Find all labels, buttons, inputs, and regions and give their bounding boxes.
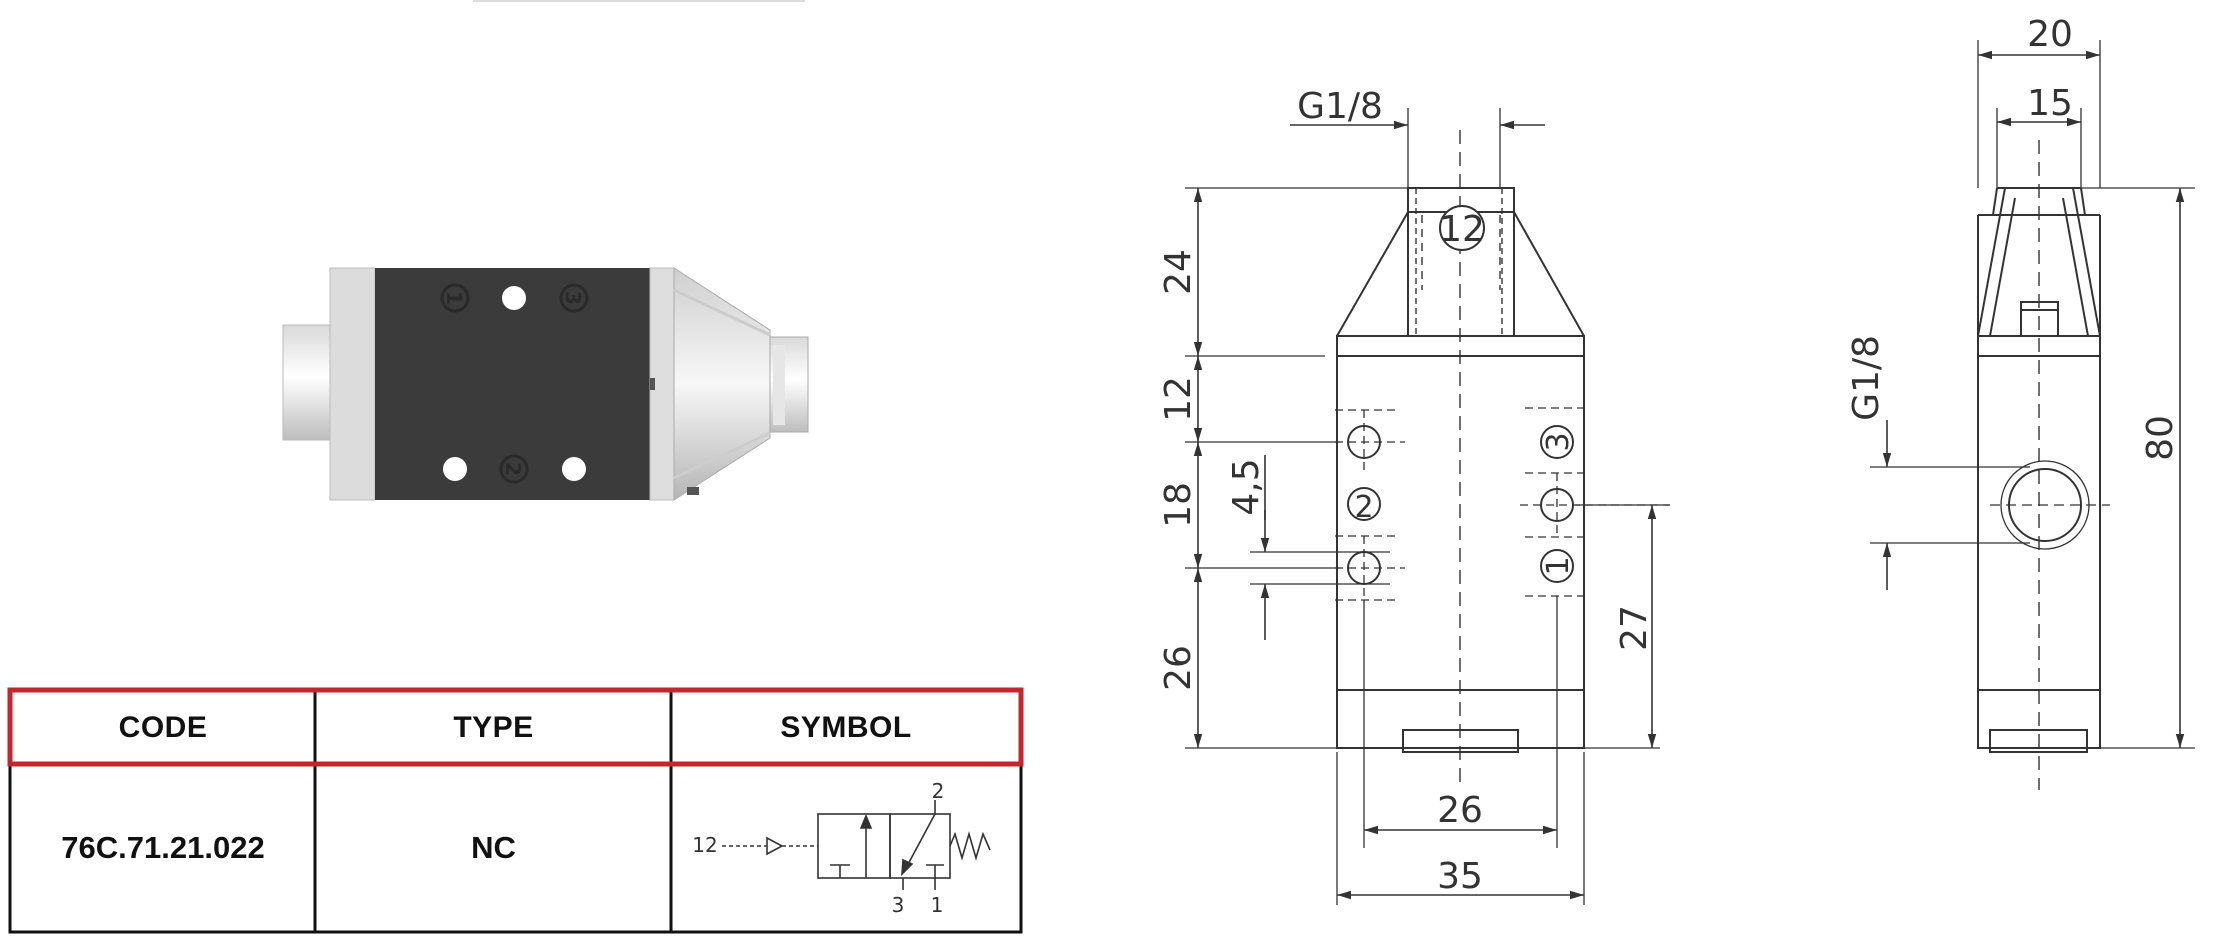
dim-35: 35	[1437, 856, 1483, 897]
product-code: 76C.71.21.022	[61, 830, 265, 865]
dim-26-left: 26	[1158, 645, 1199, 691]
port-label-12: 12	[1439, 209, 1485, 250]
dim-24: 24	[1158, 249, 1199, 295]
header-type: TYPE	[453, 711, 534, 744]
pilot-cone	[673, 267, 771, 501]
symbol-port-1: 1	[931, 893, 944, 917]
symbol-port-2: 2	[932, 779, 945, 803]
side-view-drawing	[1870, 40, 2195, 790]
dim-20: 20	[2027, 14, 2073, 55]
symbol-box-left	[817, 813, 891, 879]
product-table-grid	[7, 687, 1024, 934]
dim-26-bottom: 26	[1437, 790, 1483, 831]
photo-hole	[562, 457, 586, 481]
dim-15: 15	[2027, 83, 2073, 124]
svg-text:1: 1	[442, 291, 466, 305]
side-view-labels: 20 15 80 G1/8	[1846, 14, 2181, 461]
valve-photo: 1 3 2	[282, 267, 809, 501]
header-code: CODE	[118, 711, 208, 744]
port-label-1: 1	[1541, 556, 1576, 575]
photo-port-glyph: 1	[440, 283, 470, 313]
symbol-labels: 12 2 3 1	[692, 779, 944, 917]
left-cap	[282, 324, 334, 441]
dim-27: 27	[1614, 605, 1655, 651]
dim-18: 18	[1158, 482, 1199, 528]
header-symbol: SYMBOL	[780, 711, 912, 744]
dim-80: 80	[2140, 415, 2181, 461]
dim-12: 12	[1158, 376, 1199, 422]
symbol-box-right	[889, 813, 951, 879]
port-hole	[1335, 536, 1405, 600]
front-view-labels: G1/8 12 2 3 1 24 12 18 4,5 26 27 26 35	[1158, 86, 1655, 897]
port-label-3: 3	[1541, 432, 1576, 451]
product-type: NC	[471, 830, 516, 865]
symbol-port-3: 3	[892, 893, 905, 917]
photo-hole	[502, 286, 526, 310]
port-hole	[1335, 410, 1405, 474]
pneumatic-symbol	[722, 800, 991, 890]
symbol-port-12: 12	[692, 833, 717, 857]
svg-text:3: 3	[561, 291, 585, 305]
photo-hole	[443, 457, 467, 481]
front-view-drawing	[1185, 108, 1670, 905]
table-header-border	[7, 687, 1024, 767]
photo-port-glyph: 3	[559, 283, 589, 313]
side-thread-label: G1/8	[1846, 335, 1887, 421]
svg-text:2: 2	[501, 462, 525, 476]
thread-label: G1/8	[1297, 86, 1383, 127]
dim-4-5: 4,5	[1226, 458, 1267, 515]
photo-port-glyph: 2	[499, 454, 529, 484]
port-label-2: 2	[1354, 490, 1373, 525]
left-end-plate	[329, 267, 376, 501]
